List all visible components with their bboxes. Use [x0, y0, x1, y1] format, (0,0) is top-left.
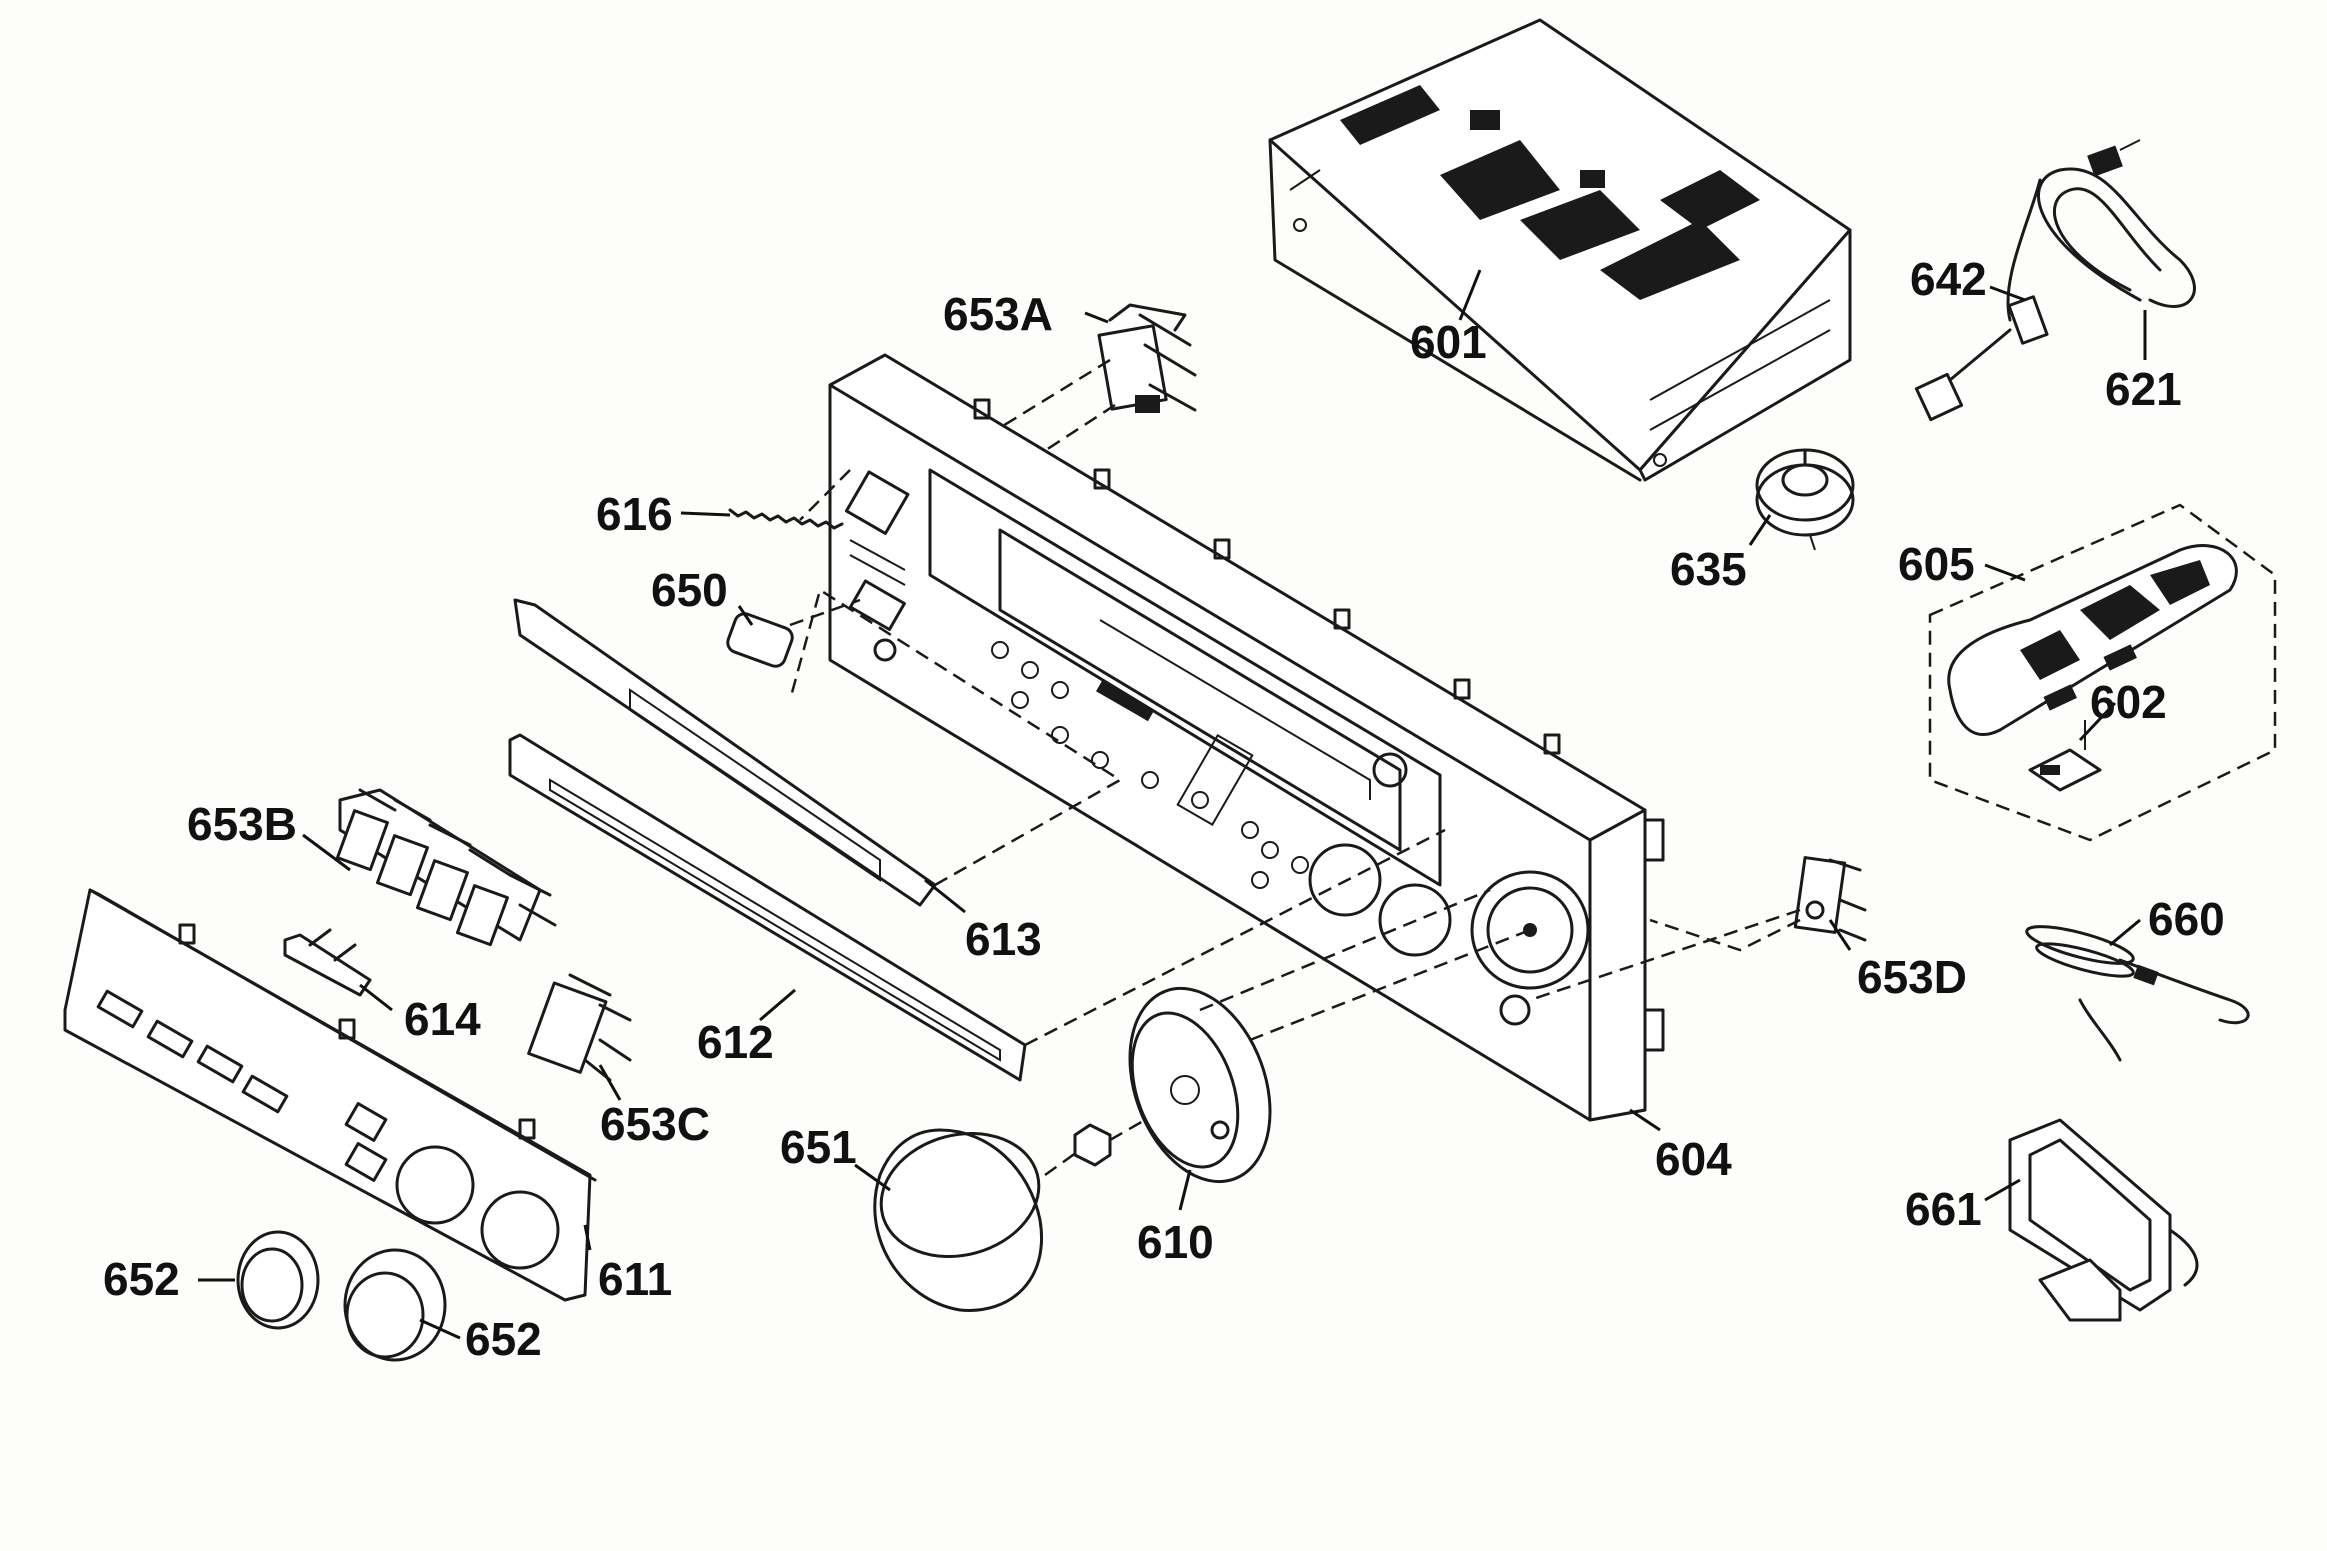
callout-labels: 601 621 642 653A 616 650 635 605 602 653… — [103, 253, 2225, 1365]
callout-610: 610 — [1137, 1216, 1214, 1268]
part-621-642-power-cord — [1914, 139, 2196, 422]
callout-612: 612 — [697, 1016, 774, 1068]
part-604-front-chassis — [828, 353, 1665, 1122]
part-652-knob-left — [236, 1230, 320, 1330]
callout-650: 650 — [651, 564, 728, 616]
callout-614: 614 — [404, 993, 481, 1045]
callout-652-left: 652 — [103, 1253, 180, 1305]
part-614-small-switch — [283, 928, 372, 997]
callout-601: 601 — [1410, 316, 1487, 368]
callout-653a: 653A — [943, 288, 1053, 340]
callout-642: 642 — [1910, 253, 1987, 305]
part-652-knob-right — [343, 1248, 447, 1362]
callout-616: 616 — [596, 488, 673, 540]
callout-613: 613 — [965, 913, 1042, 965]
callout-653c: 653C — [600, 1098, 710, 1150]
part-653a-switch — [979, 303, 1197, 482]
part-612-display-window — [508, 733, 1446, 1082]
callout-653b: 653B — [187, 798, 297, 850]
part-660-cable — [2025, 925, 2250, 1062]
part-651-large-knob — [873, 1128, 1043, 1312]
callout-605: 605 — [1898, 538, 1975, 590]
callout-653d: 653D — [1857, 951, 1967, 1003]
callout-661: 661 — [1905, 1183, 1982, 1235]
part-613-window-strip — [513, 588, 1123, 907]
part-611-front-panel — [63, 888, 597, 1302]
part-635-pulley — [1755, 448, 1855, 551]
part-605-remote-group — [1928, 503, 2277, 842]
part-653c-switch — [527, 973, 632, 1082]
part-601-top-cover — [1268, 18, 1852, 482]
part-653d-switch — [1529, 856, 1867, 1002]
part-650-button — [726, 598, 861, 668]
part-653b-switch-assembly — [335, 788, 557, 947]
part-661-loop-antenna — [2008, 1118, 2199, 1322]
callout-621: 621 — [2105, 363, 2182, 415]
callout-651: 651 — [780, 1121, 857, 1173]
leader-lines — [198, 269, 2147, 1340]
callout-602: 602 — [2090, 676, 2167, 728]
callout-604: 604 — [1655, 1133, 1732, 1185]
part-616-spring — [728, 469, 851, 530]
callout-660: 660 — [2148, 893, 2225, 945]
part-610-dial-ring — [1128, 888, 1531, 1184]
callout-652-right: 652 — [465, 1313, 542, 1365]
callout-611: 611 — [598, 1253, 672, 1305]
callout-635: 635 — [1670, 543, 1747, 595]
